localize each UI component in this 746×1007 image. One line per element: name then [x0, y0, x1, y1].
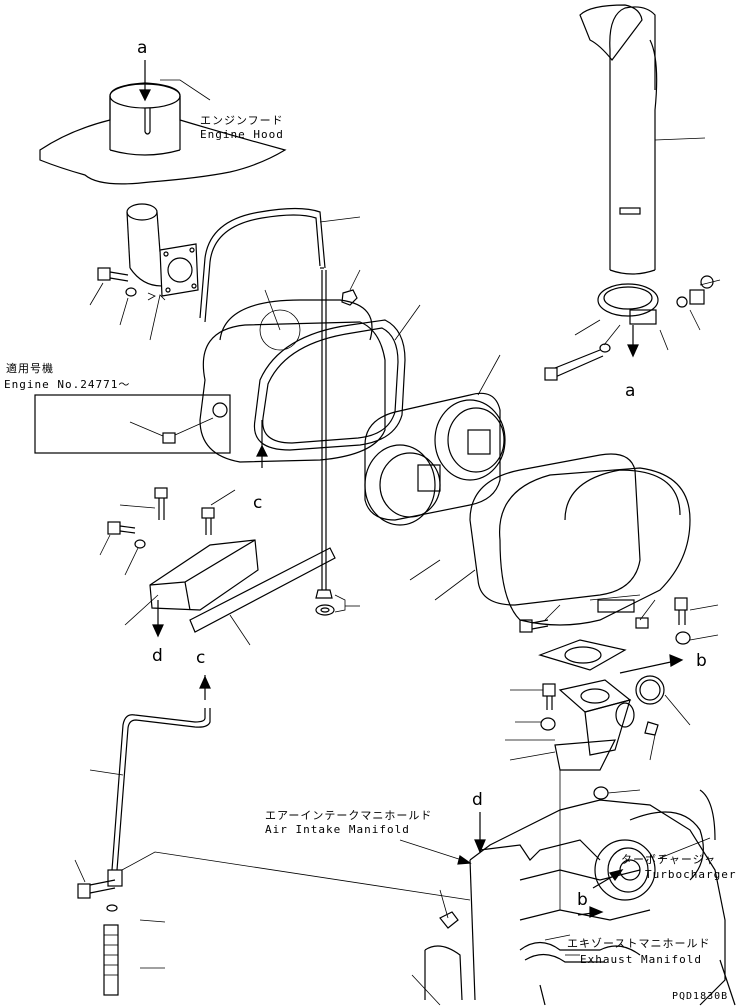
exhaust-manifold-label-jp: エキゾーストマニホールド	[567, 937, 711, 950]
drain-pipe-part	[111, 708, 211, 871]
ref-d-left: d	[152, 646, 163, 666]
engine-manifold-part	[424, 789, 736, 1006]
ref-b-right: b	[696, 651, 707, 671]
engine-hood-part	[39, 82, 287, 185]
ref-d-bottom: d	[472, 790, 483, 810]
intake-elbow-part	[126, 203, 199, 297]
turbocharger-label-jp: ターボチャージャ	[621, 853, 717, 866]
ref-c-lower: c	[196, 648, 206, 668]
intake-connector-part	[554, 679, 635, 771]
exhaust-manifold-label-en: Exhaust Manifold	[580, 953, 702, 966]
engine-hood-label-jp: エンジンフード	[200, 114, 284, 127]
ref-a-right: a	[625, 381, 636, 401]
air-cleaner-body-right	[409, 453, 691, 626]
applicable-label-jp: 適用号機	[6, 362, 54, 375]
ref-c-mid: c	[253, 493, 263, 513]
filter-element-part	[364, 354, 506, 526]
engine-hood-label-en: Engine Hood	[200, 128, 284, 141]
air-intake-label-en: Air Intake Manifold	[265, 823, 410, 836]
clamp-part	[597, 283, 659, 325]
gasket-oval	[253, 304, 421, 451]
exhaust-stack-part	[579, 4, 706, 275]
turbocharger-label-en: Turbocharger	[645, 868, 737, 881]
ref-a-top: a	[137, 38, 148, 58]
air-cleaner-body-left	[199, 289, 386, 463]
applicability-box	[34, 394, 231, 454]
drawing-code: PQD1830B	[672, 991, 729, 1002]
mounting-bracket-part	[149, 539, 336, 633]
u-bolt-part	[199, 207, 361, 323]
engine-number-label: Engine No.24771～	[4, 378, 131, 391]
ref-b-bottom: b	[577, 890, 588, 910]
air-intake-label-jp: エアーインテークマニホールド	[265, 809, 433, 822]
